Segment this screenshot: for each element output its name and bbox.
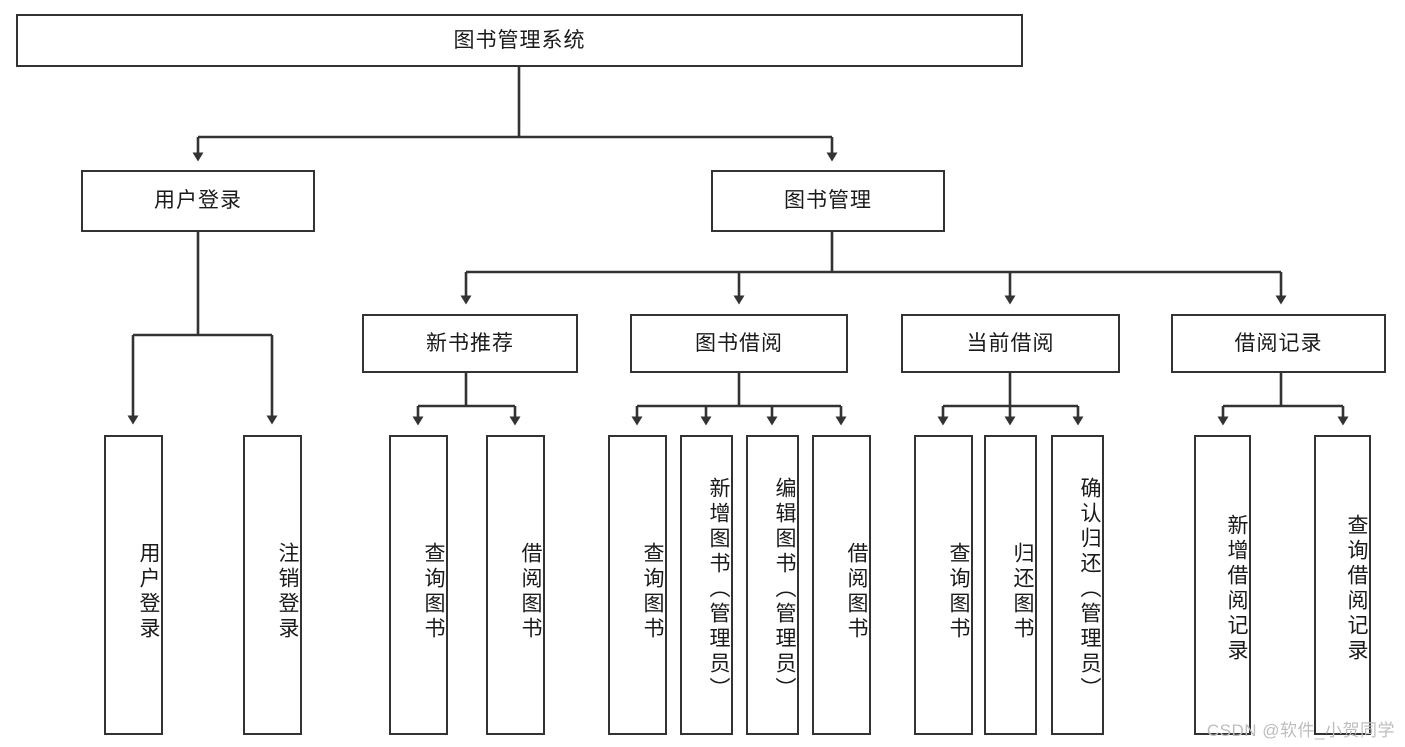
node-borrow-record[interactable]: 借阅记录 <box>1171 314 1386 373</box>
leaf-current-borrow-confirm-return-admin[interactable]: 确认归还（管理员） <box>1051 435 1104 735</box>
node-root-system[interactable]: 图书管理系统 <box>16 14 1023 67</box>
leaf-user-login-signin[interactable]: 用户登录 <box>104 435 163 735</box>
leaf-user-login-signout[interactable]: 注销登录 <box>243 435 302 735</box>
leaf-book-borrow-add-book-admin[interactable]: 新增图书（管理员） <box>680 435 733 735</box>
node-book-management[interactable]: 图书管理 <box>711 170 945 232</box>
leaf-borrow-record-query-record[interactable]: 查询借阅记录 <box>1314 435 1371 735</box>
leaf-new-book-borrow-book[interactable]: 借阅图书 <box>486 435 545 735</box>
leaf-current-borrow-query-book[interactable]: 查询图书 <box>914 435 973 735</box>
node-new-book-recommend[interactable]: 新书推荐 <box>362 314 578 373</box>
leaf-book-borrow-borrow-book[interactable]: 借阅图书 <box>812 435 871 735</box>
leaf-current-borrow-return-book[interactable]: 归还图书 <box>984 435 1037 735</box>
leaf-book-borrow-edit-book-admin[interactable]: 编辑图书（管理员） <box>746 435 799 735</box>
leaf-book-borrow-query-book[interactable]: 查询图书 <box>608 435 667 735</box>
csdn-watermark: CSDN @软件_小贺同学 <box>1206 721 1395 740</box>
node-user-login[interactable]: 用户登录 <box>81 170 315 232</box>
leaf-borrow-record-add-record[interactable]: 新增借阅记录 <box>1194 435 1251 735</box>
leaf-new-book-query-book[interactable]: 查询图书 <box>389 435 448 735</box>
node-book-borrow[interactable]: 图书借阅 <box>630 314 848 373</box>
node-current-borrow[interactable]: 当前借阅 <box>901 314 1120 373</box>
